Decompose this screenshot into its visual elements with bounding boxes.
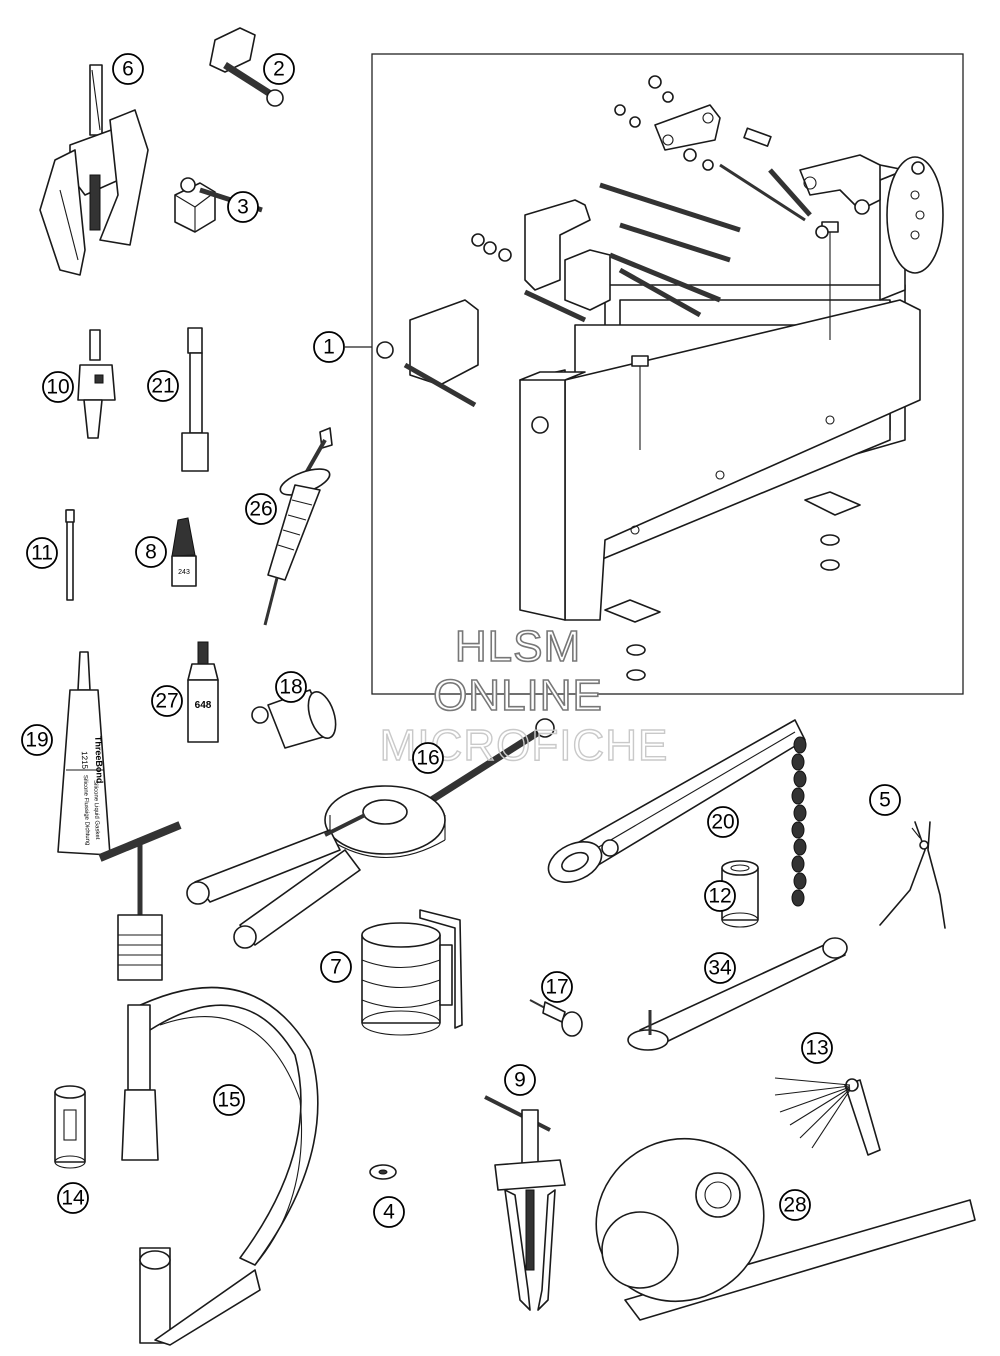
bottle-label: 648 — [195, 700, 212, 711]
tool-part-21 — [181, 327, 209, 472]
callout-6: 6 — [112, 53, 144, 85]
holder-part-34 — [627, 937, 848, 1051]
callout-9-label: 9 — [514, 1069, 526, 1092]
puller-part-6 — [39, 64, 149, 276]
callout-14: 14 — [57, 1182, 89, 1214]
callout-1-label: 1 — [323, 336, 335, 359]
extractor-part-10 — [77, 329, 116, 439]
callout-11: 11 — [26, 537, 58, 569]
callout-18: 18 — [275, 671, 307, 703]
adapter-part-18 — [251, 689, 337, 749]
callout-26: 26 — [245, 493, 277, 525]
screw-part-17 — [529, 999, 583, 1037]
valve-compressor-part-15 — [98, 821, 319, 1346]
callout-2-label: 2 — [273, 58, 285, 81]
callout-5: 5 — [869, 784, 901, 816]
bottle-part-27: 648 — [187, 641, 219, 743]
puller-part-9 — [484, 1095, 566, 1311]
tube-code-label: 1215 — [80, 751, 90, 770]
sealant-label: 243 — [178, 569, 190, 576]
feeler-gauge-part-13 — [774, 1077, 881, 1156]
callout-14-label: 14 — [61, 1187, 85, 1210]
callout-10-label: 10 — [46, 376, 69, 399]
callout-16: 16 — [412, 742, 444, 774]
callout-12: 12 — [704, 880, 736, 912]
callout-5-label: 5 — [879, 789, 891, 812]
callout-8: 8 — [135, 536, 167, 568]
callout-16-label: 16 — [416, 747, 439, 770]
callout-28-label: 28 — [783, 1194, 806, 1217]
callout-15-label: 15 — [217, 1089, 240, 1112]
callout-2: 2 — [263, 53, 295, 85]
callout-13: 13 — [801, 1032, 833, 1064]
washer-part-4 — [369, 1164, 397, 1180]
callout-21-label: 21 — [151, 375, 174, 398]
callout-8-label: 8 — [145, 541, 157, 564]
callout-13-label: 13 — [805, 1037, 828, 1060]
engine-stand-part — [376, 75, 944, 681]
callout-34-label: 34 — [708, 957, 732, 980]
pin-punch-part-11 — [65, 509, 75, 601]
callout-6-label: 6 — [122, 58, 134, 81]
watermark-line-1: HLSM — [455, 622, 581, 671]
callout-9: 9 — [504, 1064, 536, 1096]
chain-wrench-part-20 — [547, 719, 807, 907]
callout-4: 4 — [373, 1196, 405, 1228]
callout-3: 3 — [227, 191, 259, 223]
callout-20: 20 — [707, 806, 739, 838]
assembly-frame-box — [371, 53, 964, 695]
callout-4-label: 4 — [383, 1201, 395, 1224]
pin-part-2 — [209, 27, 284, 107]
callout-20-label: 20 — [711, 811, 734, 834]
tube-text-a: Silicone Liquid Gasket — [92, 780, 100, 840]
tube-text-b: Silicone Flussige Dichtung — [82, 775, 90, 846]
callout-19: 19 — [21, 724, 53, 756]
cylinder-part-14 — [54, 1085, 86, 1169]
callout-7-label: 7 — [330, 956, 342, 979]
crank-tool-part-16 — [186, 718, 555, 949]
callout-26-label: 26 — [249, 498, 272, 521]
callout-1: 1 — [313, 331, 345, 363]
tube-brand-label: ThreeBond — [93, 736, 105, 784]
callout-27: 27 — [151, 685, 183, 717]
callout-34: 34 — [704, 952, 736, 984]
callout-17-label: 17 — [545, 976, 568, 999]
callout-12-label: 12 — [708, 885, 731, 908]
callout-15: 15 — [213, 1084, 245, 1116]
callout-27-label: 27 — [155, 690, 178, 713]
callout-18-label: 18 — [279, 676, 302, 699]
callout-3-label: 3 — [237, 196, 249, 219]
watermark-line-2: ONLINE — [433, 671, 603, 720]
callout-19-label: 19 — [25, 729, 48, 752]
syringe-part-26 — [263, 427, 333, 626]
callout-28: 28 — [779, 1189, 811, 1221]
pliers-part-5 — [879, 821, 946, 929]
ring-compressor-part-7 — [361, 909, 463, 1036]
callout-7: 7 — [320, 951, 352, 983]
wrench-part-28 — [595, 1137, 976, 1321]
callout-10: 10 — [42, 371, 74, 403]
sealant-part-8: 243 — [171, 517, 197, 587]
callout-11-label: 11 — [31, 542, 53, 565]
threebond-tube-part-19: ThreeBond 1215 Silicone Liquid Gasket Si… — [57, 651, 111, 856]
callout-17: 17 — [541, 971, 573, 1003]
callout-21: 21 — [147, 370, 179, 402]
